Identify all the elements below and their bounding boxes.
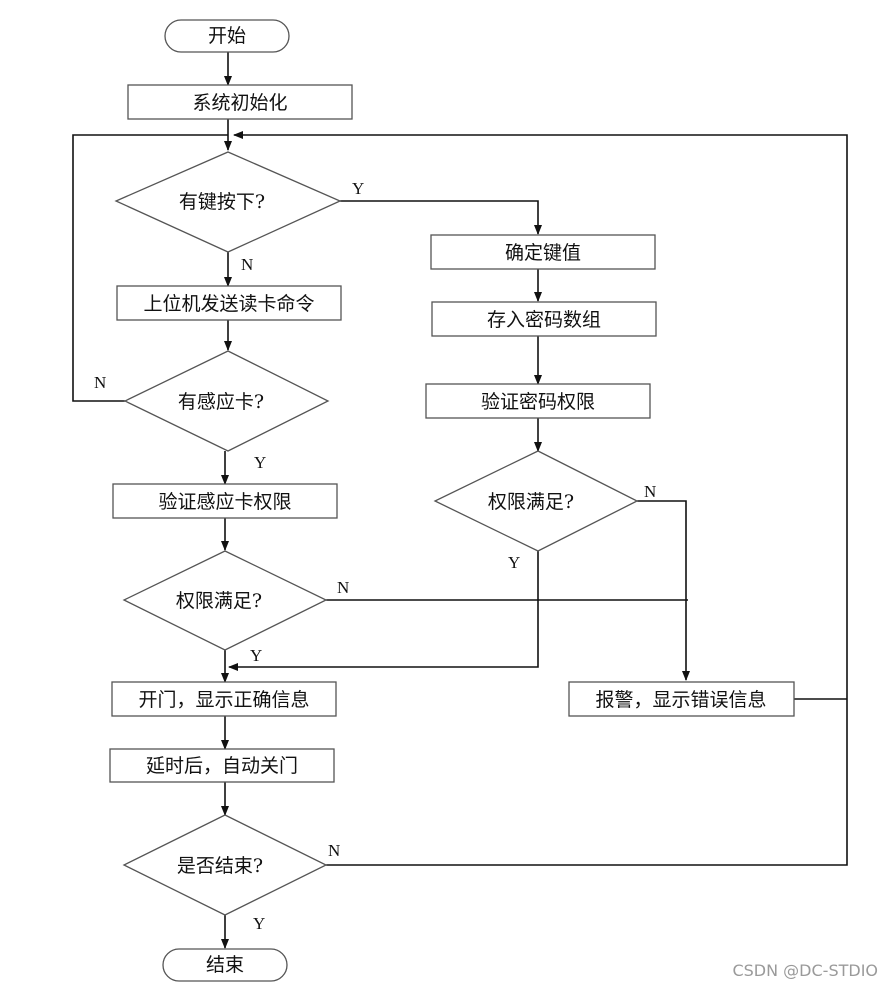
decision-is-end-label: 是否结束?: [177, 855, 263, 877]
edge-end-no-loop: [233, 131, 848, 866]
decision-key-pressed: 有键按下?: [114, 151, 342, 253]
edge-perm-pwd-no: [637, 500, 690, 681]
decision-is-end: 是否结束?: [122, 814, 328, 916]
label-key-yes: Y: [352, 179, 364, 198]
decision-key-pressed-label: 有键按下?: [179, 191, 265, 213]
decision-has-card-label: 有感应卡?: [178, 391, 264, 413]
edge-card-no-loop: [72, 134, 228, 402]
watermark: CSDN @DC-STDIO: [732, 961, 878, 980]
decision-perm-pwd: 权限满足?: [433, 450, 639, 552]
node-start: 开始: [164, 19, 290, 53]
decision-has-card: 有感应卡?: [123, 350, 330, 452]
label-perm-card-no: N: [337, 578, 349, 597]
node-verify-pwd: 验证密码权限: [425, 383, 651, 419]
label-perm-pwd-yes: Y: [508, 553, 520, 572]
decision-perm-pwd-label: 权限满足?: [488, 491, 574, 513]
label-card-no: N: [94, 373, 106, 392]
label-perm-card-yes: Y: [250, 646, 262, 665]
node-auto-close: 延时后，自动关门: [109, 748, 335, 783]
node-init-label: 系统初始化: [192, 92, 287, 114]
label-card-yes: Y: [254, 453, 266, 472]
node-alarm-label: 报警，显示错误信息: [595, 689, 766, 711]
label-end-yes: Y: [253, 914, 265, 933]
label-key-no: N: [241, 255, 253, 274]
node-verify-card-label: 验证感应卡权限: [158, 491, 291, 513]
node-start-label: 开始: [208, 25, 246, 47]
node-init: 系统初始化: [127, 84, 353, 120]
node-auto-close-label: 延时后，自动关门: [146, 755, 298, 777]
node-confirm-key-label: 确定键值: [505, 242, 581, 264]
edge-labels: Y N N Y N Y N Y N Y: [94, 179, 656, 933]
node-open-door-label: 开门，显示正确信息: [138, 689, 309, 711]
edge-perm-pwd-yes: [228, 551, 539, 671]
decision-perm-card-label: 权限满足?: [176, 590, 262, 612]
node-open-door: 开门，显示正确信息: [111, 681, 337, 717]
connectors: [72, 52, 848, 949]
decision-perm-card: 权限满足?: [122, 550, 328, 651]
node-end: 结束: [162, 948, 288, 982]
label-perm-pwd-no: N: [644, 482, 656, 501]
node-confirm-key: 确定键值: [430, 234, 656, 270]
node-verify-pwd-label: 验证密码权限: [481, 391, 595, 413]
label-end-no: N: [328, 841, 340, 860]
node-send-read: 上位机发送读卡命令: [116, 285, 342, 321]
node-send-read-label: 上位机发送读卡命令: [143, 293, 314, 315]
node-verify-card: 验证感应卡权限: [112, 483, 338, 519]
node-store-pwd-label: 存入密码数组: [487, 309, 601, 331]
node-store-pwd: 存入密码数组: [431, 301, 657, 337]
edge-key-yes: [340, 200, 542, 235]
node-alarm: 报警，显示错误信息: [568, 681, 795, 717]
node-end-label: 结束: [206, 954, 244, 976]
